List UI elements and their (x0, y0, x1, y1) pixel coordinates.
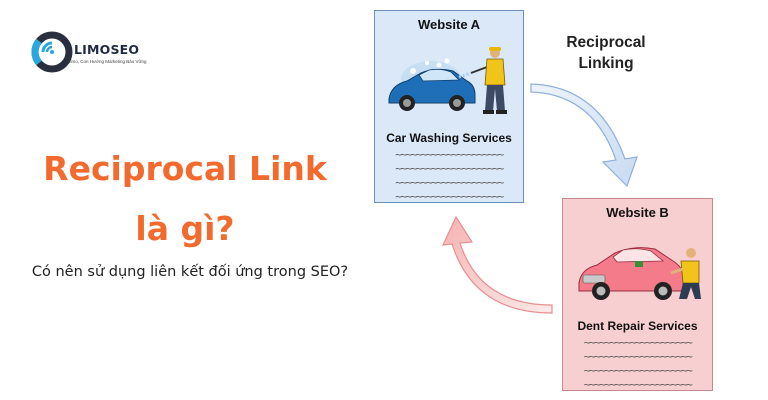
website-b-title: Website B (606, 205, 669, 220)
reciprocal-linking-label: Reciprocal Linking (545, 32, 667, 74)
website-b-text-lines: ~~~~~~~~~~~~~~~~~~~~~ ~~~~~~~~~~~~~~~~~~… (563, 336, 712, 392)
arrow-b-to-a-icon (442, 215, 553, 314)
dent-repair-illustration (578, 247, 701, 300)
text-line: ~~~~~~~~~~~~~~~~~~~~~ (583, 350, 693, 363)
hero-subtitle: Có nên sử dụng liên kết đối ứng trong SE… (31, 264, 349, 280)
website-a-card: Website A Car Washing Services ~~~~~~~~~… (374, 10, 524, 203)
brand-tagline: Limo, Con Hướng Marketing Bảo Vững (68, 59, 147, 64)
hero-title-line2: là gì? (135, 209, 235, 248)
linking-label-line1: Reciprocal (566, 34, 646, 51)
car-wash-illustration (388, 47, 507, 114)
website-a-text-lines: ~~~~~~~~~~~~~~~~~~~~~ ~~~~~~~~~~~~~~~~~~… (375, 148, 523, 204)
hero-title-line1: Reciprocal Link (43, 149, 327, 188)
brand-logo[interactable]: LIMOSEO Limo, Con Hướng Marketing Bảo Vữ… (30, 26, 160, 84)
website-b-card: Website B Dent Repair Services ~~~~~~~~~… (562, 198, 713, 391)
text-line: ~~~~~~~~~~~~~~~~~~~~~ (395, 190, 504, 203)
text-line: ~~~~~~~~~~~~~~~~~~~~~ (583, 364, 693, 377)
text-line: ~~~~~~~~~~~~~~~~~~~~~ (395, 148, 504, 161)
brand-name: LIMOSEO (74, 42, 140, 57)
website-b-service: Dent Repair Services (577, 319, 698, 333)
limoseo-logo-icon (31, 31, 73, 73)
website-a-service: Car Washing Services (386, 131, 512, 145)
text-line: ~~~~~~~~~~~~~~~~~~~~~ (395, 162, 504, 175)
text-line: ~~~~~~~~~~~~~~~~~~~~~ (583, 336, 693, 349)
text-line: ~~~~~~~~~~~~~~~~~~~~~ (395, 176, 504, 189)
website-a-title: Website A (417, 17, 481, 32)
linking-label-line2: Linking (578, 55, 634, 72)
arrow-a-to-b-icon (530, 83, 638, 188)
text-line: ~~~~~~~~~~~~~~~~~~~~~ (583, 378, 693, 391)
